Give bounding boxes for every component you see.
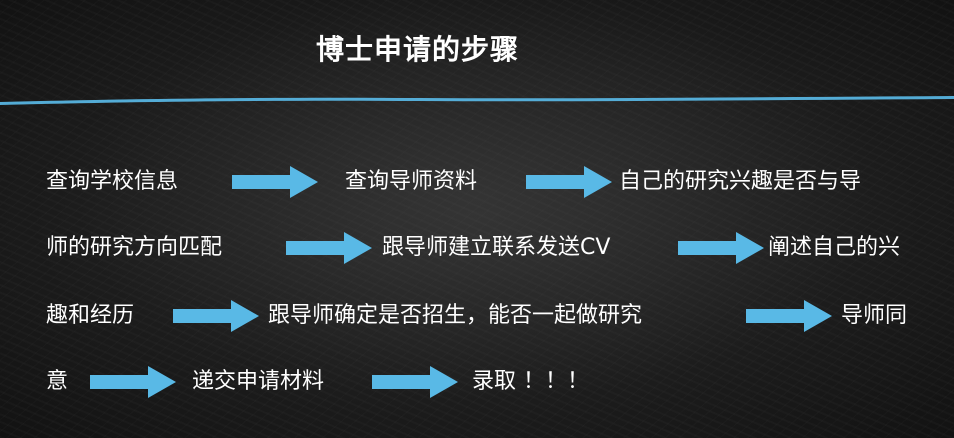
step-query-school-info: 查询学校信息 (46, 169, 179, 194)
arrow-right-icon (90, 366, 176, 398)
arrow-right-icon (372, 366, 458, 398)
arrow-right-icon (286, 232, 372, 264)
step-line-1: 查询学校信息 查询导师资料 自己的研究兴趣是否与导 (0, 158, 954, 206)
step-advisor-agrees-part2: 意 (46, 369, 69, 394)
arrow-right-icon (746, 300, 832, 332)
arrow-right-icon (678, 232, 764, 264)
step-research-interest-match-part2: 师的研究方向匹配 (46, 235, 223, 260)
step-contact-advisor-send-cv: 跟导师建立联系发送CV (382, 235, 611, 260)
arrow-right-icon (173, 300, 259, 332)
step-explain-interest-part1: 阐述自己的兴 (768, 235, 901, 260)
slide-title: 博士申请的步骤 (316, 33, 520, 66)
step-submit-application: 递交申请材料 (192, 369, 325, 394)
step-research-interest-match-part1: 自己的研究兴趣是否与导 (619, 169, 862, 194)
step-query-advisor-info: 查询导师资料 (345, 169, 478, 194)
step-admitted: 录取 ！！！ (472, 369, 589, 394)
arrow-right-icon (232, 166, 318, 198)
divider-line (0, 96, 954, 105)
step-line-4: 意 递交申请材料 录取 ！！！ (0, 358, 954, 406)
step-explain-interest-part2: 趣和经历 (46, 303, 135, 328)
step-line-3: 趣和经历 跟导师确定是否招生，能否一起做研究 导师同 (0, 292, 954, 340)
arrow-right-icon (526, 166, 612, 198)
step-line-2: 师的研究方向匹配 跟导师建立联系发送CV 阐述自己的兴 (0, 224, 954, 272)
step-advisor-agrees-part1: 导师同 (841, 303, 908, 328)
step-confirm-enrollment: 跟导师确定是否招生，能否一起做研究 (268, 303, 643, 328)
